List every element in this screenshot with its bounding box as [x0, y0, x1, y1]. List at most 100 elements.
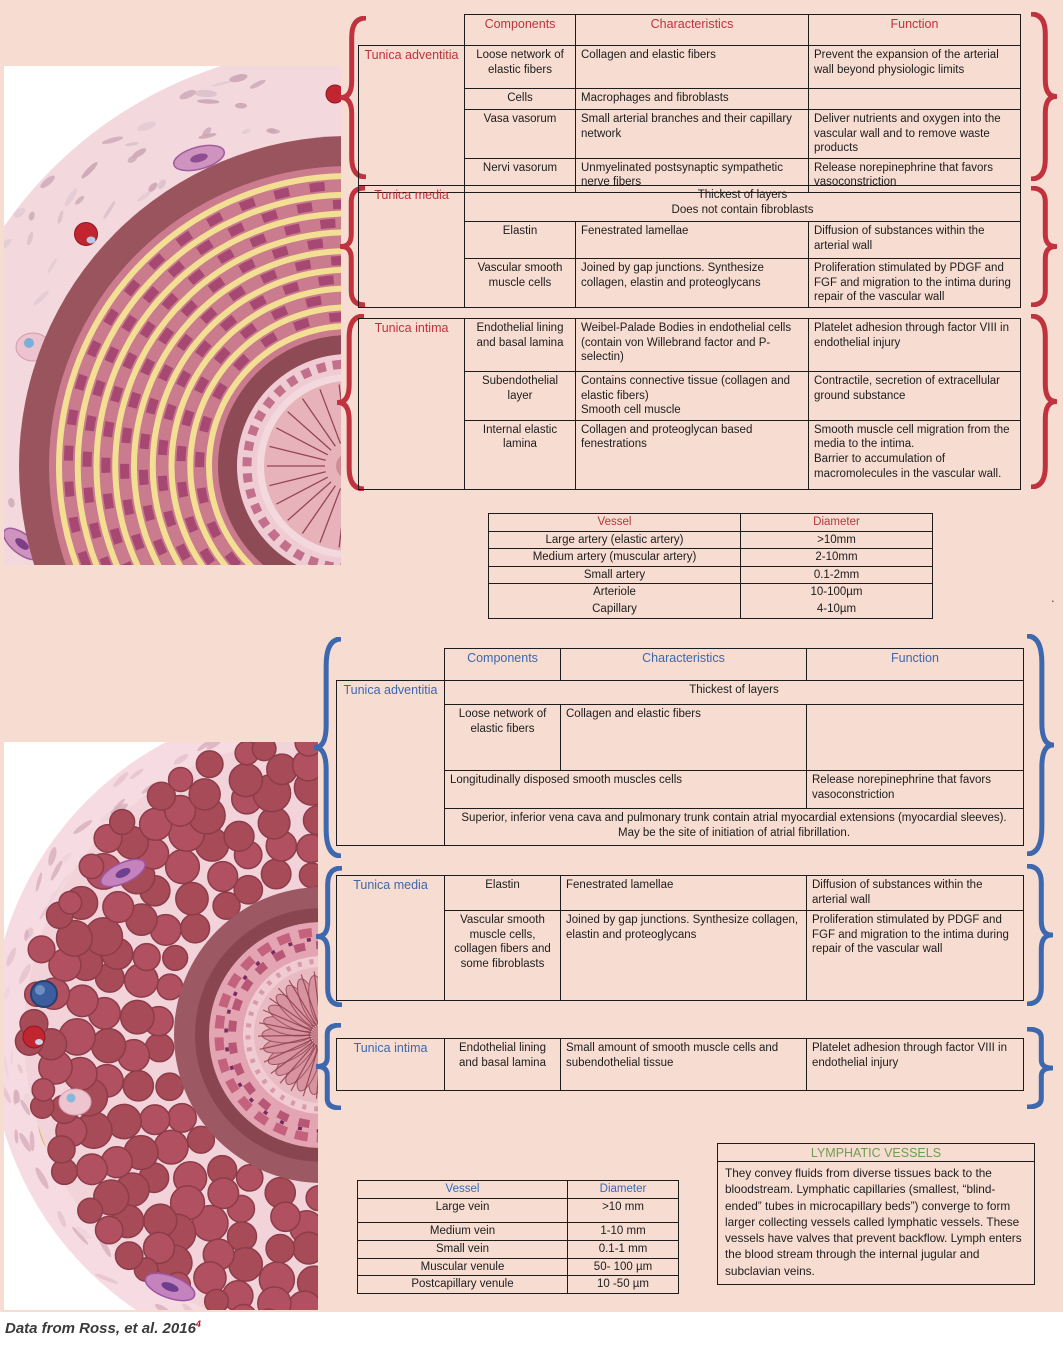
red-brace-left-adventitia — [340, 16, 366, 179]
cell-component: Elastin — [464, 221, 576, 259]
artery-media-table: Tunica media Thickest of layers Does not… — [358, 185, 1022, 308]
stray-dot: . — [1051, 590, 1055, 605]
size-header-vessel: Vessel — [357, 1180, 568, 1199]
cell-characteristics: Small arterial branches and their capill… — [575, 109, 809, 159]
size-header-diameter: Diameter — [740, 513, 933, 532]
cell-function: Prevent the expansion of the arterial wa… — [808, 45, 1021, 89]
red-brace-right-intima — [1031, 314, 1057, 489]
blue-brace-left-adventitia — [314, 637, 341, 858]
cell-characteristics: Small amount of smooth muscle cells and … — [560, 1038, 807, 1091]
vein-adventitia-longitudinal-row: Longitudinally disposed smooth muscles c… — [444, 770, 807, 809]
size-cell-vessel: Muscular venule — [357, 1257, 568, 1277]
vein-header-function: Function — [806, 648, 1024, 681]
cell-characteristics: Collagen and proteoglycan based fenestra… — [575, 419, 809, 490]
vein-media-table: Tunica media Elastin Fenestrated lamella… — [336, 875, 1024, 1001]
size-cell-diameter: 10 -50 µm — [567, 1275, 679, 1295]
citation: Data from Ross, et al. 20164 — [5, 1319, 201, 1337]
artery-adventitia-label: Tunica adventitia — [358, 45, 465, 193]
vein-cross-section-illustration — [4, 742, 318, 1310]
vein-intima-label: Tunica intima — [336, 1038, 445, 1091]
vein-size-table: Vessel Diameter Large vein >10 mm Medium… — [357, 1180, 679, 1295]
vein-adventitia-thickest-row: Thickest of layers — [443, 680, 1025, 705]
cell-component: Loose network of elastic fibers — [464, 45, 576, 89]
blue-brace-right-intima — [1027, 1027, 1053, 1109]
size-cell-vessel: Medium artery (muscular artery) — [488, 548, 741, 567]
blue-brace-left-intima — [316, 1023, 341, 1110]
cell-function — [808, 88, 1021, 110]
artery-size-table: Vessel Diameter Large artery (elastic ar… — [488, 513, 933, 619]
size-cell-diameter: >10mm — [740, 530, 933, 550]
size-header-diameter: Diameter — [567, 1180, 679, 1199]
cell-function: Platelet adhesion through factor VIII in… — [808, 318, 1021, 372]
size-cell-diameter: 10-100µm — [740, 583, 933, 601]
size-cell-vessel: Small artery — [488, 565, 741, 585]
blue-brace-right-media — [1027, 864, 1053, 1006]
cell-function: Smooth muscle cell migration from the me… — [808, 419, 1021, 490]
size-cell-diameter: 2-10mm — [740, 548, 933, 567]
artery-header-function: Function — [808, 14, 1021, 46]
vein-header-components: Components — [444, 648, 561, 681]
vein-header-characteristics: Characteristics — [560, 648, 807, 681]
artery-media-label: Tunica media — [358, 185, 465, 308]
lymphatic-vessels-box: LYMPHATIC VESSELS They convey fluids fro… — [717, 1143, 1035, 1285]
size-cell-vessel: Postcapillary venule — [357, 1275, 568, 1295]
cell-characteristics: Collagen and elastic fibers — [560, 704, 807, 771]
cell-characteristics: Weibel-Palade Bodies in endothelial cell… — [575, 318, 809, 372]
size-cell-diameter: 0.1-2mm — [740, 565, 933, 585]
red-brace-left-intima — [337, 314, 364, 491]
red-brace-right-adventitia — [1031, 12, 1057, 181]
cell-characteristics: Collagen and elastic fibers — [575, 45, 809, 89]
artery-media-span-row: Thickest of layers Does not contain fibr… — [463, 185, 1022, 222]
cell-characteristics: Contains connective tissue (collagen and… — [575, 371, 809, 421]
vein-media-label: Tunica media — [336, 875, 445, 1001]
cell-component: Loose network of elastic fibers — [444, 704, 561, 771]
cell-function: Release norepinephrine that favors vasoc… — [805, 770, 1025, 809]
cell-function — [805, 704, 1025, 771]
artery-adventitia-table: Tunica adventitia Loose network of elast… — [358, 45, 1021, 193]
red-brace-right-media — [1031, 186, 1057, 307]
artery-intima-table: Tunica intima Endothelial lining and bas… — [358, 318, 1021, 490]
cell-component: Vasa vasorum — [464, 109, 576, 159]
cell-component: Subendothelial layer — [464, 371, 576, 421]
cell-component: Cells — [464, 88, 576, 110]
cell-characteristics: Macrophages and fibroblasts — [575, 88, 809, 110]
size-cell-vessel: Medium vein — [357, 1222, 568, 1241]
size-cell-vessel: Large artery (elastic artery) — [488, 530, 741, 550]
size-cell-diameter: >10 mm — [567, 1198, 679, 1223]
lymphatic-vessels-title: LYMPHATIC VESSELS — [718, 1144, 1034, 1162]
artery-header-components: Components — [464, 14, 576, 46]
artery-intima-label: Tunica intima — [358, 318, 465, 490]
cell-function: Platelet adhesion through factor VIII in… — [806, 1038, 1024, 1091]
size-cell-vessel: Arteriole — [488, 583, 741, 601]
cell-characteristics: Fenestrated lamellae — [560, 875, 807, 911]
citation-text: Data from Ross, et al. 2016 — [5, 1320, 196, 1337]
artery-cross-section-image — [4, 66, 341, 565]
cell-component: Vascular smooth muscle cells — [464, 258, 576, 308]
vein-intima-table: Tunica intima Endothelial lining and bas… — [336, 1038, 1024, 1091]
size-cell-diameter: 50- 100 µm — [567, 1257, 679, 1277]
blue-brace-left-media — [316, 866, 342, 1007]
cell-component: Elastin — [444, 875, 561, 911]
size-cell-vessel: Large vein — [357, 1198, 568, 1223]
cell-component: Internal elastic lamina — [464, 419, 576, 490]
size-cell-vessel: Capillary — [488, 600, 741, 619]
cell-characteristics: Joined by gap junctions. Synthesize coll… — [575, 258, 809, 308]
cell-component: Endothelial lining and basal lamina — [464, 318, 576, 372]
size-cell-diameter: 4-10µm — [740, 600, 933, 619]
vein-adventitia-note-row: Superior, inferior vena cava and pulmona… — [443, 808, 1025, 846]
cell-function: Diffusion of substances within the arter… — [806, 875, 1024, 911]
red-brace-left-media — [340, 186, 365, 307]
citation-superscript: 4 — [195, 1319, 201, 1329]
vein-cross-section-image — [4, 742, 318, 1310]
cell-function: Diffusion of substances within the arter… — [807, 221, 1022, 259]
cell-function: Proliferation stimulated by PDGF and FGF… — [807, 258, 1022, 308]
cell-component: Vascular smooth muscle cells, collagen f… — [444, 910, 561, 1001]
cell-function: Deliver nutrients and oxygen into the va… — [808, 109, 1021, 159]
vein-adventitia-label: Tunica adventitia — [336, 680, 445, 846]
size-header-vessel: Vessel — [488, 513, 741, 532]
cell-component: Endothelial lining and basal lamina — [444, 1038, 561, 1091]
artery-header-characteristics: Characteristics — [575, 14, 809, 46]
vein-adventitia-table: Tunica adventitia Thickest of layers Loo… — [336, 680, 1025, 846]
artery-header-table: Components Characteristics Function — [464, 14, 1021, 46]
